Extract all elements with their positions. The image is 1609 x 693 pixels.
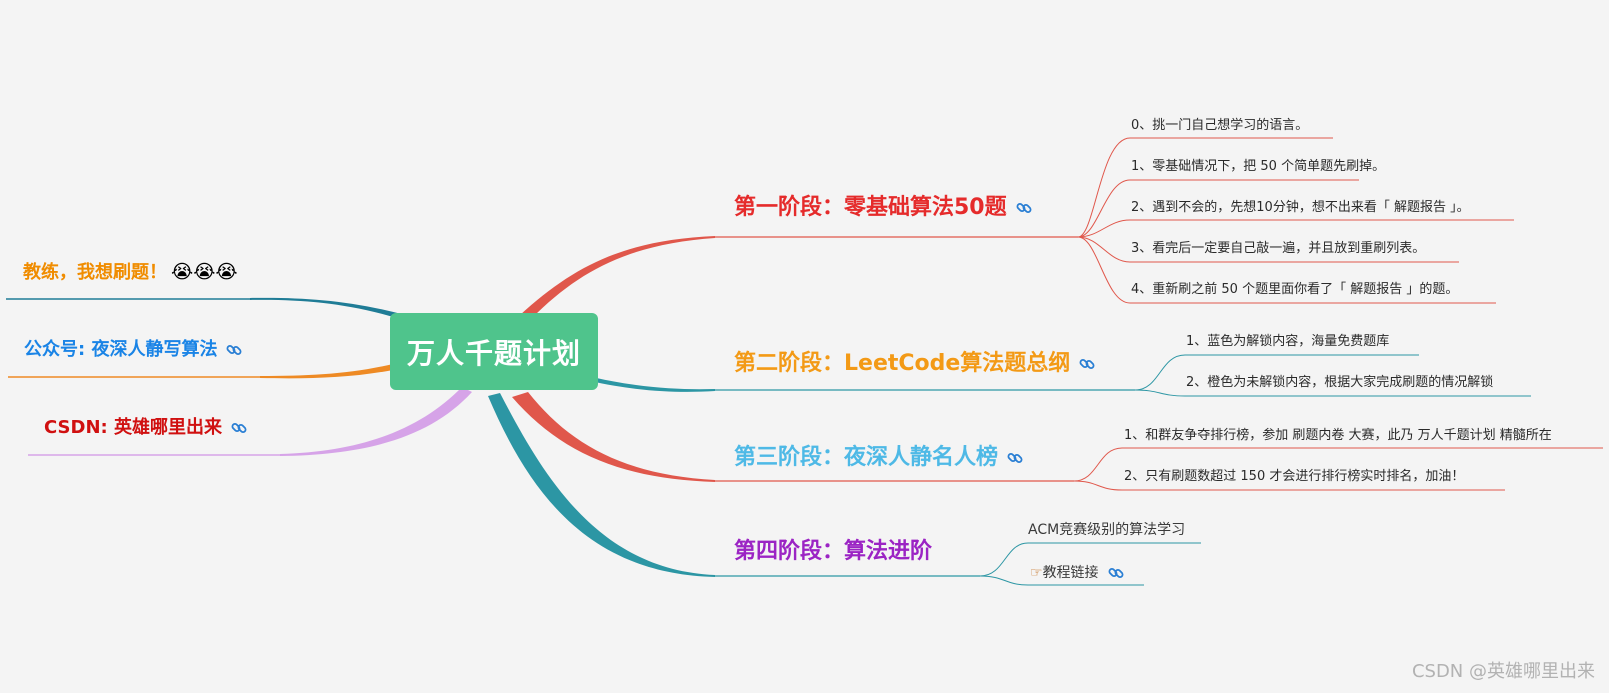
stage-2-node[interactable]: 第二阶段：LeetCode算法题总纲 bbox=[734, 353, 1096, 375]
stage-1-node[interactable]: 第一阶段：零基础算法50题 bbox=[734, 197, 1033, 219]
branch-stage-3 bbox=[512, 392, 715, 482]
link-icon[interactable] bbox=[1015, 199, 1033, 217]
watermark: CSDN @英雄哪里出来 bbox=[1411, 661, 1595, 682]
stage-1-item[interactable]: 0、挑一门自己想学习的语言。 bbox=[1131, 118, 1309, 133]
pointing-hand-icon: ☞ bbox=[1030, 565, 1043, 581]
stage-4-subbranches bbox=[979, 542, 1201, 586]
stage-4-item-tutorial[interactable]: ☞教程链接 bbox=[1030, 564, 1125, 582]
central-topic-label: 万人千题计划 bbox=[406, 336, 581, 370]
crying-face-icon: 😭😭😭 bbox=[171, 261, 238, 283]
stage-3-subbranches bbox=[1073, 447, 1603, 491]
stage-1-item[interactable]: 1、零基础情况下，把 50 个简单题先刷掉。 bbox=[1131, 159, 1386, 174]
stage-4-node[interactable]: 第四阶段：算法进阶 bbox=[734, 541, 932, 563]
stage-1-item[interactable]: 3、看完后一定要自己敲一遍，并且放到重刷列表。 bbox=[1131, 241, 1426, 256]
branch-stage-2 bbox=[590, 377, 715, 392]
link-icon[interactable] bbox=[230, 419, 248, 437]
branch-left-3 bbox=[280, 387, 472, 456]
branch-stage-4 bbox=[488, 393, 715, 577]
left-node-coach-label: 教练，我想刷题！ bbox=[23, 262, 167, 283]
branch-left-1 bbox=[250, 297, 405, 320]
stage-1-subbranches bbox=[1077, 137, 1514, 304]
stage-1-title: 第一阶段：零基础算法50题 bbox=[734, 195, 1007, 220]
branch-stage-1 bbox=[520, 236, 715, 318]
stage-4-title: 第四阶段：算法进阶 bbox=[734, 539, 933, 564]
stage-3-title: 第三阶段：夜深人静名人榜 bbox=[734, 445, 999, 470]
stage-3-item[interactable]: 2、只有刷题数超过 150 才会进行排行榜实时排名，加油！ bbox=[1124, 469, 1465, 484]
central-topic[interactable]: 万人千题计划 bbox=[390, 313, 598, 390]
left-node-wechat-label: 公众号: 夜深人静写算法 bbox=[24, 339, 218, 360]
stage-2-subbranches bbox=[1134, 354, 1531, 397]
stage-2-title: 第二阶段：LeetCode算法题总纲 bbox=[734, 351, 1071, 376]
link-icon[interactable] bbox=[1078, 355, 1096, 373]
stage-1-item[interactable]: 4、重新刷之前 50 个题里面你看了「 解题报告 」的题。 bbox=[1131, 282, 1459, 297]
stage-3-item[interactable]: 1、和群友争夺排行榜，参加 刷题内卷 大赛，此乃 万人千题计划 精髓所在 bbox=[1124, 428, 1552, 443]
left-node-csdn[interactable]: CSDN: 英雄哪里出来 bbox=[44, 419, 248, 437]
stage-2-item[interactable]: 2、橙色为未解锁内容，根据大家完成刷题的情况解锁 bbox=[1186, 375, 1494, 390]
link-icon[interactable] bbox=[1107, 564, 1125, 582]
link-icon[interactable] bbox=[1006, 449, 1024, 467]
link-icon[interactable] bbox=[225, 341, 243, 359]
tutorial-link-label: 教程链接 bbox=[1042, 565, 1099, 581]
branch-left-2 bbox=[260, 364, 393, 379]
stage-2-item[interactable]: 1、蓝色为解锁内容，海量免费题库 bbox=[1186, 334, 1390, 349]
left-node-csdn-label: CSDN: 英雄哪里出来 bbox=[44, 417, 222, 438]
left-node-wechat[interactable]: 公众号: 夜深人静写算法 bbox=[24, 341, 243, 359]
stage-4-item[interactable]: ACM竞赛级别的算法学习 bbox=[1028, 522, 1186, 538]
left-node-coach[interactable]: 教练，我想刷题！😭😭😭 bbox=[23, 263, 238, 282]
stage-3-node[interactable]: 第三阶段：夜深人静名人榜 bbox=[734, 447, 1024, 469]
stage-1-item[interactable]: 2、遇到不会的，先想10分钟，想不出来看「 解题报告 」。 bbox=[1131, 200, 1470, 215]
